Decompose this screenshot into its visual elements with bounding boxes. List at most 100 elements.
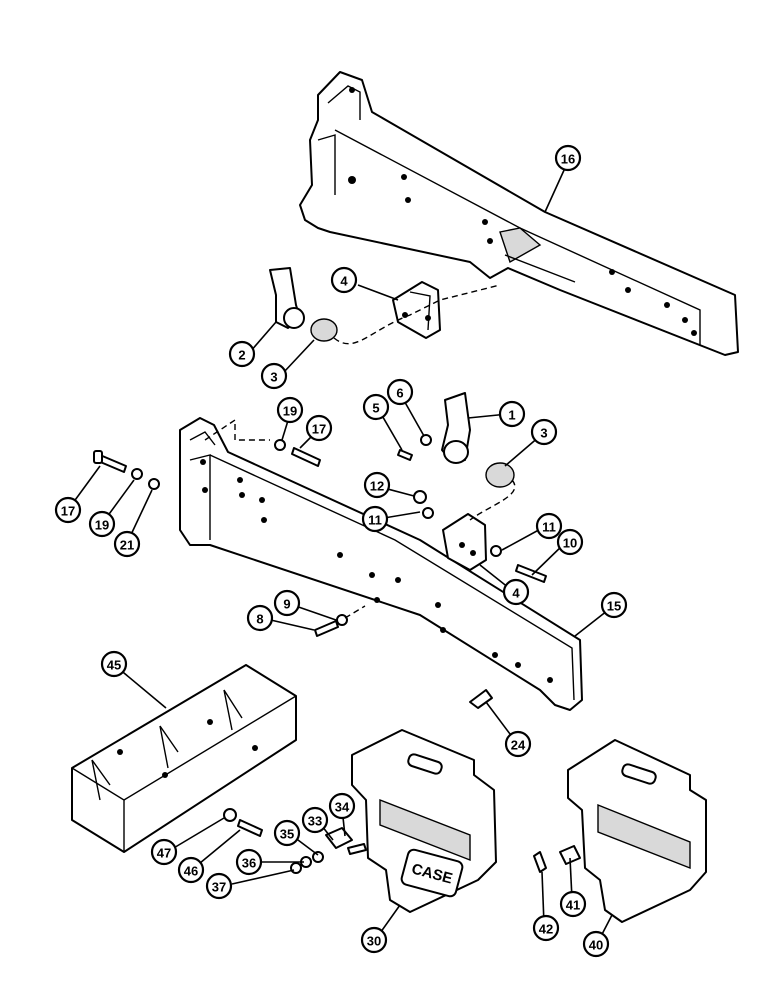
callout-label: 3 xyxy=(540,426,547,441)
callout-c19a: 19 xyxy=(276,396,304,424)
callout-c36: 36 xyxy=(235,848,263,876)
callout-circle xyxy=(498,400,526,428)
callout-circle xyxy=(363,471,391,499)
suitcase-weight-30: CASE xyxy=(351,729,497,913)
callout-c3a: 3 xyxy=(260,362,288,390)
callout-label: 17 xyxy=(61,504,75,519)
callout-label: 5 xyxy=(372,401,379,416)
callout-circle xyxy=(54,496,82,524)
callout-circle xyxy=(386,378,414,406)
callout-c42: 42 xyxy=(532,914,560,942)
callout-label: 47 xyxy=(157,846,171,861)
callout-circle xyxy=(228,340,256,368)
callout-circle xyxy=(532,914,560,942)
callout-c41: 41 xyxy=(559,890,587,918)
callout-label: 16 xyxy=(561,152,575,167)
callout-c8: 8 xyxy=(246,604,274,632)
upper-bracket-assembly xyxy=(269,267,501,345)
callout-label: 9 xyxy=(283,597,290,612)
callout-label: 4 xyxy=(340,274,348,289)
callout-circle xyxy=(530,418,558,446)
callout-label: 35 xyxy=(280,827,294,842)
callout-circle xyxy=(502,578,530,606)
callout-c24: 24 xyxy=(504,730,532,758)
callout-label: 30 xyxy=(367,934,381,949)
callout-circle xyxy=(361,505,389,533)
callout-circle xyxy=(301,806,329,834)
callout-label: 19 xyxy=(283,404,297,419)
callout-circle xyxy=(600,591,628,619)
callout-label: 42 xyxy=(539,922,553,937)
callout-label: 21 xyxy=(120,538,134,553)
callout-c30: 30 xyxy=(360,926,388,954)
upper-frame-rail xyxy=(299,71,739,356)
callout-circle xyxy=(362,393,390,421)
callout-label: 33 xyxy=(308,814,322,829)
callout-label: 11 xyxy=(368,513,382,528)
callout-circle xyxy=(554,144,582,172)
fasteners-upper xyxy=(93,434,547,709)
callout-circle xyxy=(328,792,356,820)
callout-c17b: 17 xyxy=(54,496,82,524)
callout-c1: 1 xyxy=(498,400,526,428)
callout-c34: 34 xyxy=(328,792,356,820)
callout-circle xyxy=(535,512,563,540)
callout-c4b: 4 xyxy=(502,578,530,606)
callout-label: 8 xyxy=(256,612,263,627)
callout-c5: 5 xyxy=(362,393,390,421)
callout-c4a: 4 xyxy=(330,266,358,294)
callout-label: 6 xyxy=(396,386,403,401)
callout-label: 1 xyxy=(508,408,515,423)
callout-c9: 9 xyxy=(273,589,301,617)
callout-label: 2 xyxy=(238,348,245,363)
lower-frame-rail xyxy=(179,417,583,711)
callout-circle xyxy=(504,730,532,758)
callout-c40: 40 xyxy=(582,930,610,958)
callout-c3b: 3 xyxy=(530,418,558,446)
callout-circle xyxy=(177,856,205,884)
callout-circle xyxy=(556,528,584,556)
callout-c15: 15 xyxy=(600,591,628,619)
callout-label: 15 xyxy=(607,599,621,614)
callout-label: 41 xyxy=(566,898,580,913)
callout-c11a: 11 xyxy=(361,505,389,533)
callout-label: 19 xyxy=(95,518,109,533)
callout-circle xyxy=(150,838,178,866)
callout-circle xyxy=(559,890,587,918)
callout-c47: 47 xyxy=(150,838,178,866)
callout-circle xyxy=(582,930,610,958)
callout-c33: 33 xyxy=(301,806,329,834)
callout-c11b: 11 xyxy=(535,512,563,540)
suitcase-weight-40 xyxy=(567,739,707,923)
callout-label: 36 xyxy=(242,856,256,871)
callout-circle xyxy=(330,266,358,294)
callout-label: 24 xyxy=(511,738,526,753)
callout-label: 45 xyxy=(107,658,121,673)
callout-c16: 16 xyxy=(554,144,582,172)
callout-c37: 37 xyxy=(205,872,233,900)
callout-c6: 6 xyxy=(386,378,414,406)
callout-circle xyxy=(360,926,388,954)
callout-c45: 45 xyxy=(100,650,128,678)
callout-c17a: 17 xyxy=(305,414,333,442)
callout-c35: 35 xyxy=(273,819,301,847)
callout-label: 34 xyxy=(335,800,350,815)
callout-circle xyxy=(246,604,274,632)
callout-label: 17 xyxy=(312,422,326,437)
callout-circle xyxy=(235,848,263,876)
fasteners-lower xyxy=(223,808,581,874)
callout-label: 46 xyxy=(184,864,198,879)
callout-circle xyxy=(305,414,333,442)
callout-circle xyxy=(205,872,233,900)
weight-carrier xyxy=(71,664,297,853)
callout-circle xyxy=(273,589,301,617)
callout-circle xyxy=(113,530,141,558)
callout-c2: 2 xyxy=(228,340,256,368)
callout-label: 3 xyxy=(270,370,277,385)
callout-circle xyxy=(276,396,304,424)
callout-c10: 10 xyxy=(556,528,584,556)
callout-circle xyxy=(273,819,301,847)
